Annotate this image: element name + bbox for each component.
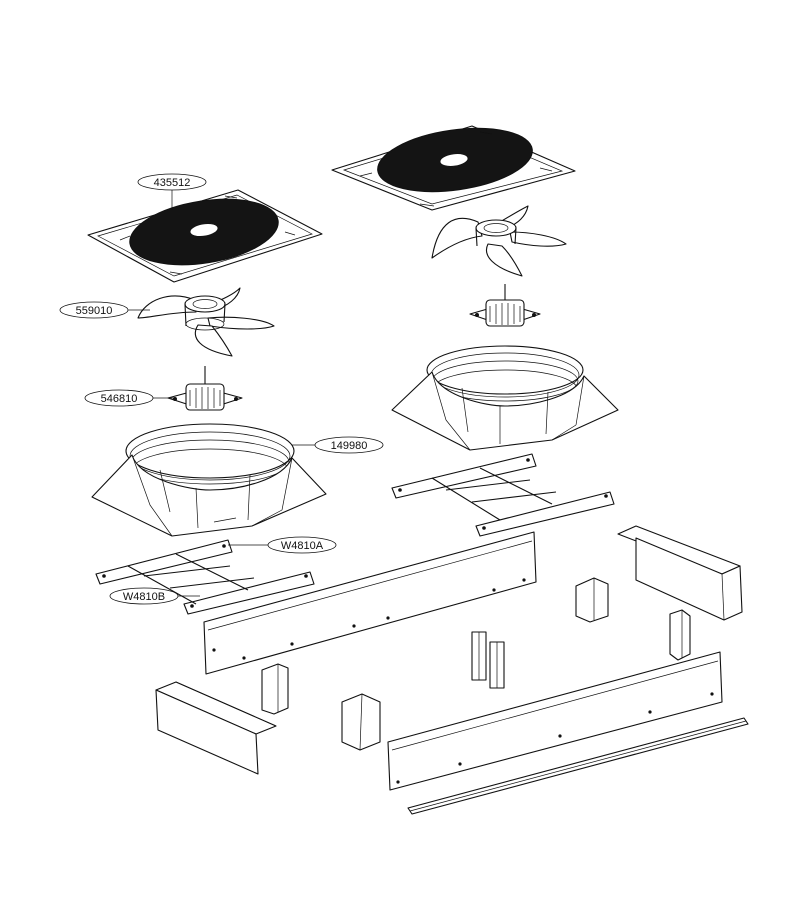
long-side-panel-upper [203,531,537,675]
label-435512: 435512 [154,177,191,189]
label-W4810A: W4810A [281,540,324,552]
corner-post-large [341,693,381,751]
label-559010: 559010 [76,305,113,317]
callout-fan-motor: 546810 [84,389,176,407]
callout-fan-blade: 559010 [59,301,150,319]
label-149980: 149980 [331,440,368,452]
label-W4810B: W4810B [123,591,165,603]
corner-bracket-1 [575,577,609,623]
left-fan-blade [137,287,275,357]
long-side-panel-lower [387,651,723,791]
left-fan-motor [167,366,243,411]
corner-bracket-3 [261,663,289,715]
right-fan-motor [469,284,541,327]
right-base-rails [391,453,615,537]
end-channel-left [155,681,277,775]
long-rail-bottom [407,717,749,815]
vertical-post-1 [471,631,487,681]
end-channel-right [617,525,743,621]
right-fan-guard [331,125,576,211]
right-fan-blade [431,205,567,277]
corner-bracket-2 [669,609,691,661]
callout-fan-guard: 435512 [137,173,207,210]
vertical-post-2 [489,641,505,689]
left-base-rails [95,539,315,615]
callout-rail-b: W4810B [109,587,200,605]
label-546810: 546810 [101,393,138,405]
left-fan-shroud [91,423,327,537]
right-fan-shroud [391,345,619,451]
callout-fan-shroud: 149980 [292,436,384,454]
left-fan-guard [87,189,323,283]
callout-rail-a: W4810A [228,536,337,554]
